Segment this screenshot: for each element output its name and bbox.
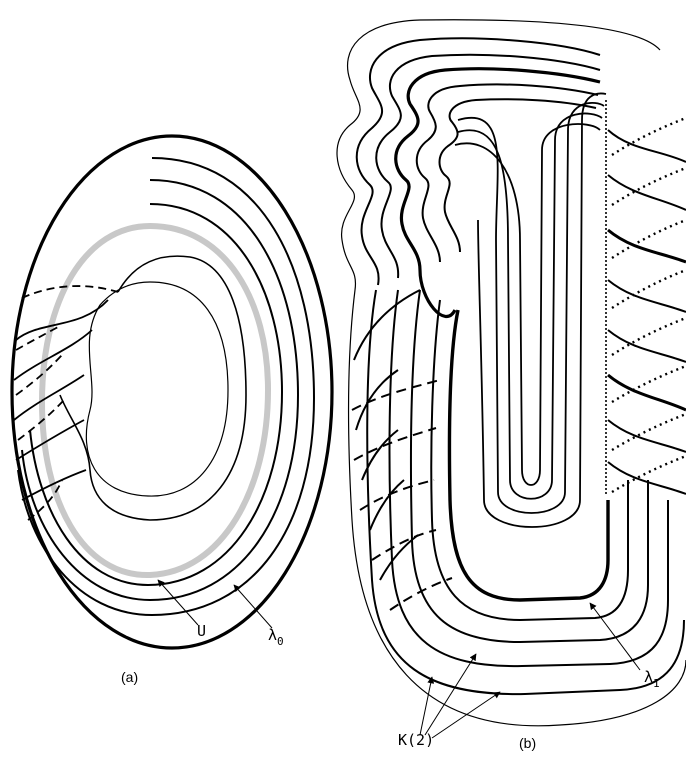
- right-dotted-5: [612, 318, 686, 355]
- caption-a: (a): [121, 669, 138, 685]
- right-strand-5: [608, 330, 686, 362]
- panel-b: K(2) λ1 (b): [337, 20, 686, 751]
- arrow-k2-3: [432, 692, 500, 738]
- fold-layer-5: [440, 99, 597, 252]
- label-lambda1: λ1: [644, 668, 660, 690]
- left-dashed-1: [22, 286, 118, 298]
- right-dotted-2: [612, 168, 686, 205]
- left-dashed-3: [16, 355, 62, 395]
- right-dotted-4: [612, 270, 686, 308]
- right-strand-1: [608, 130, 686, 162]
- right-dotted-7: [612, 414, 686, 450]
- b-dashed-3: [360, 480, 434, 510]
- caption-b: (b): [519, 735, 536, 751]
- left-strand-2: [14, 330, 92, 380]
- panel-a: U λ0 (a): [12, 136, 332, 685]
- label-u: U: [197, 622, 206, 640]
- outer-u-1: [431, 300, 628, 620]
- right-strand-3: [608, 230, 686, 262]
- arrow-lambda1: [590, 603, 640, 670]
- right-strand-6: [608, 375, 686, 410]
- left-strand-1: [16, 300, 108, 340]
- tongue-1: [455, 124, 600, 485]
- b-solid-4: [370, 480, 404, 530]
- innermost-oval: [86, 282, 228, 496]
- arrow-k2-2: [425, 654, 476, 735]
- inner-loop: [60, 256, 246, 520]
- right-strand-4: [608, 280, 686, 312]
- loop-1: [30, 204, 282, 585]
- b-dashed-4: [372, 530, 436, 560]
- label-lambda0: λ0: [268, 626, 284, 648]
- b-solid-1: [354, 290, 420, 360]
- left-strand-3: [14, 375, 84, 420]
- lambda1-curve: [449, 310, 608, 600]
- arrow-u: [158, 580, 198, 625]
- loop-2: [22, 180, 298, 600]
- right-strand-2: [608, 175, 686, 210]
- arrow-lambda0: [234, 585, 272, 628]
- right-strand-7: [608, 420, 686, 452]
- grey-curve-u: [42, 226, 268, 575]
- left-strand-4: [16, 420, 84, 460]
- label-k2: K(2): [398, 731, 434, 749]
